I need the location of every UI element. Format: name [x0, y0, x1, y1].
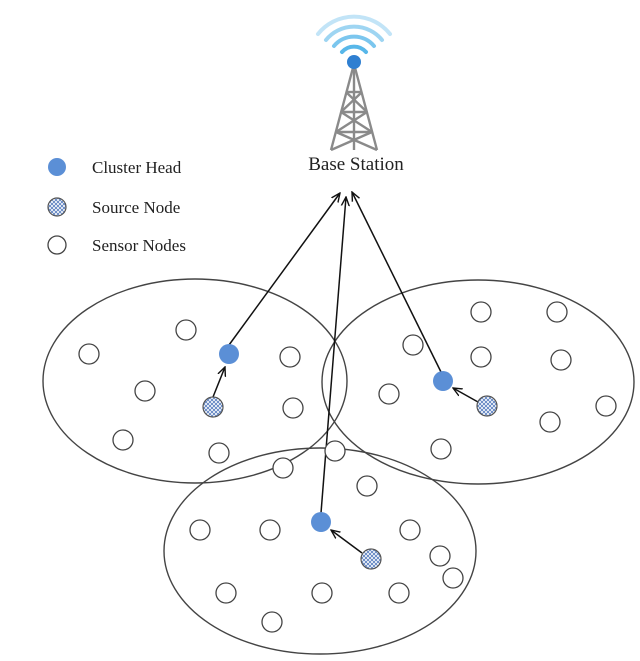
sensor-node — [550, 349, 572, 371]
cluster-head — [311, 512, 331, 532]
uplinks — [228, 192, 442, 514]
sensor-node — [470, 346, 492, 368]
legend-source-node-label: Source Node — [92, 198, 180, 217]
sensor-node — [208, 442, 230, 464]
uplink-left — [228, 193, 340, 346]
source-link-left — [212, 367, 225, 398]
sensor-node — [470, 301, 492, 323]
uplink-bottom — [320, 197, 346, 514]
sensor-node — [430, 438, 452, 460]
cluster-bottom-boundary — [163, 447, 477, 655]
sensor-node — [189, 519, 211, 541]
source-node — [202, 396, 224, 418]
sensor-node — [175, 319, 197, 341]
source-link-right — [453, 388, 479, 403]
sensor-node — [261, 611, 283, 633]
source-node — [476, 395, 498, 417]
sensor-node — [429, 545, 451, 567]
base-station: Base Station — [308, 14, 404, 175]
cluster-heads — [219, 344, 453, 532]
source-node — [360, 548, 382, 570]
radio-tower-icon — [329, 63, 379, 152]
sensor-node — [378, 383, 400, 405]
sensor-node — [134, 380, 156, 402]
cluster-right-boundary — [321, 279, 635, 485]
sensor-node — [399, 519, 421, 541]
sensor-node — [282, 397, 304, 419]
sensor-node — [595, 395, 617, 417]
cluster-head — [433, 371, 453, 391]
cluster-left-boundary — [42, 278, 348, 484]
sensor-node — [311, 582, 333, 604]
sensor-node — [388, 582, 410, 604]
sensor-node — [215, 582, 237, 604]
sensor-node — [112, 429, 134, 451]
source-node-legend-icon — [47, 197, 67, 217]
sensor-node — [356, 475, 378, 497]
sensor-node — [259, 519, 281, 541]
clusters — [42, 278, 635, 655]
source-links — [212, 367, 479, 554]
sensor-node — [546, 301, 568, 323]
legend-sensor-nodes-label: Sensor Nodes — [92, 236, 186, 255]
sensor-node — [324, 440, 346, 462]
sensor-node — [78, 343, 100, 365]
sensor-node — [272, 457, 294, 479]
sensor-node — [402, 334, 424, 356]
sensor-nodes — [78, 301, 617, 633]
base-station-label: Base Station — [308, 154, 404, 175]
cluster-head-legend-icon — [48, 158, 66, 176]
sensor-node — [442, 567, 464, 589]
legend: Cluster Head Source Node Sensor Nodes — [47, 158, 186, 255]
uplink-right — [352, 192, 442, 373]
sensor-node — [539, 411, 561, 433]
source-nodes — [202, 395, 498, 570]
antenna-tip-icon — [347, 55, 361, 69]
sensor-node-legend-icon — [47, 235, 67, 255]
sensor-node — [279, 346, 301, 368]
source-link-bottom — [331, 530, 363, 554]
legend-cluster-head-label: Cluster Head — [92, 158, 182, 177]
cluster-head — [219, 344, 239, 364]
signal-waves — [316, 14, 392, 54]
